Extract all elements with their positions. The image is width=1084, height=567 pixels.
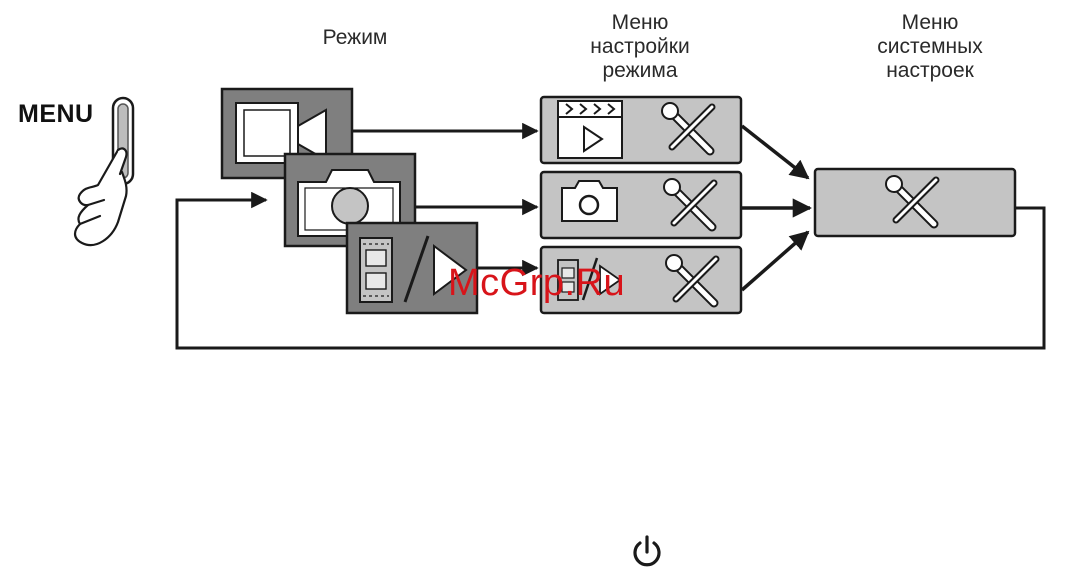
photo-camera-icon (562, 181, 617, 221)
watermark: McGrp.Ru (448, 262, 625, 305)
arrow-setup1-to-system (742, 126, 808, 178)
video-playback-icon (558, 101, 622, 158)
setup-card-photo[interactable] (541, 172, 741, 238)
setup-card-video[interactable] (541, 97, 741, 163)
system-settings-card[interactable] (815, 169, 1015, 236)
power-icon (635, 537, 659, 565)
arrow-setup3-to-system (742, 232, 808, 290)
pointing-hand-icon (75, 148, 127, 245)
